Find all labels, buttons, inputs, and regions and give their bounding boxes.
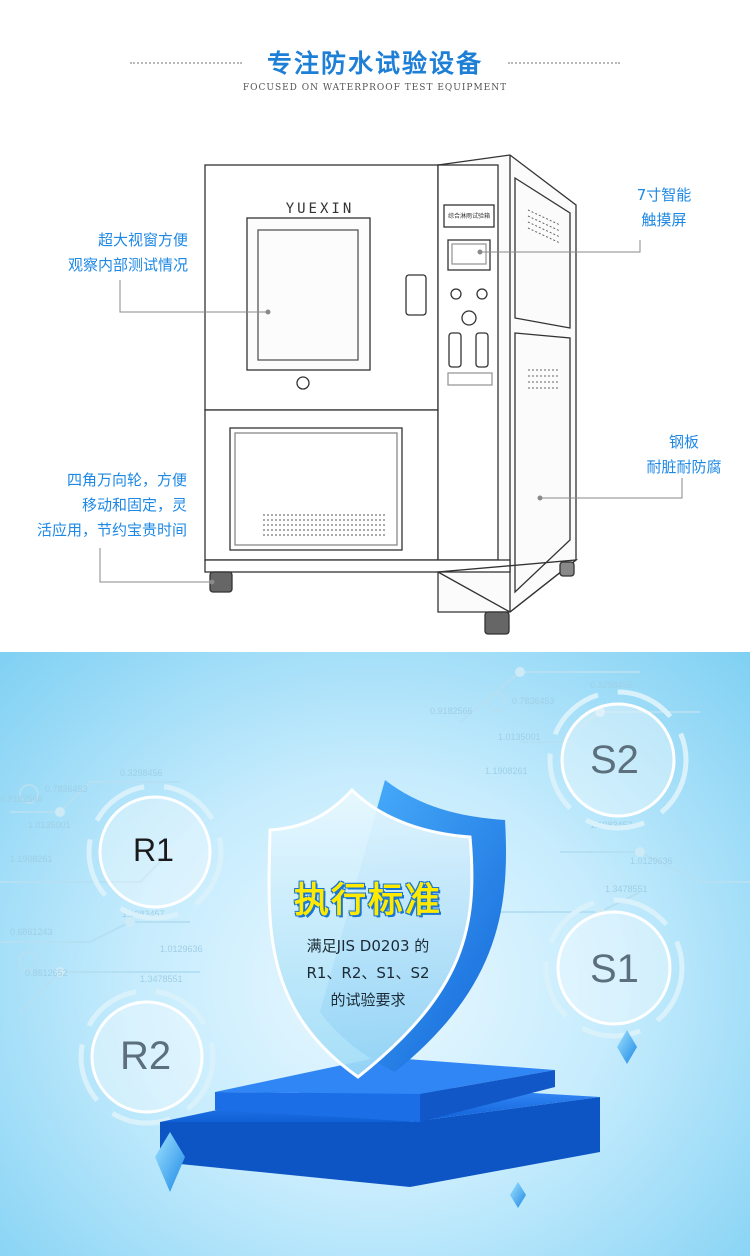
- main-switch: [461, 310, 477, 326]
- r1-circle: [98, 795, 212, 909]
- standard-s2: S2: [590, 738, 639, 782]
- platform-base: [160, 1097, 600, 1187]
- annotation-line: 7寸智能: [636, 186, 692, 204]
- machine-brand: YUEXIN: [286, 201, 355, 217]
- crystal-icon: [510, 1182, 526, 1208]
- side-lower-panel: [514, 332, 571, 594]
- flow-meter: [448, 332, 462, 368]
- callout-line-wheels: [99, 548, 212, 583]
- bg-number: 1.0135001: [498, 732, 541, 742]
- bg-number: 1.0135001: [28, 820, 71, 830]
- standard-line: 的试验要求: [330, 991, 406, 1009]
- standard-r1: R1: [133, 832, 174, 868]
- title-divider-right: [508, 62, 620, 64]
- side-upper-panel: [514, 176, 571, 329]
- annotation-window: 超大视窗方便 观察内部测试情况: [68, 228, 188, 278]
- standard-section: 0.9182566 0.7836453 0.3298456 1.0135001 …: [0, 652, 750, 1256]
- bg-number: 1.0129636: [160, 944, 203, 954]
- bg-number: 1.3478551: [140, 974, 183, 984]
- caster-wheel: [484, 611, 510, 635]
- touch-screen: [447, 239, 491, 271]
- equipment-section: 专注防水试验设备 FOCUSED ON WATERPROOF TEST EQUI…: [36, 49, 736, 635]
- crystal-icon: [155, 1132, 185, 1192]
- annotation-line: 钢板: [668, 433, 699, 451]
- bg-number: 1.1983457: [122, 909, 165, 919]
- bg-number: 1.0129636: [630, 856, 673, 866]
- bg-number: 0.8612652: [25, 968, 68, 978]
- callout-line-screen: [480, 240, 641, 253]
- page-title: 专注防水试验设备: [266, 49, 483, 78]
- s1-circle: [556, 910, 672, 1026]
- annotation-line: 移动和固定，灵: [81, 496, 187, 514]
- bg-number: 0.7836453: [45, 784, 88, 794]
- bg-number: 1.1908261: [485, 766, 528, 776]
- bg-number: 0.9182566: [0, 794, 43, 804]
- r2-circle: [90, 1000, 204, 1114]
- bg-number: 0.7836453: [512, 696, 555, 706]
- machine-illustration: YUEXIN 综合淋雨试验箱: [99, 154, 683, 635]
- viewing-window: [246, 217, 371, 371]
- door-handle: [405, 274, 427, 316]
- bg-number: 1.1908261: [10, 854, 53, 864]
- bg-number: 1.3478551: [605, 884, 648, 894]
- panel-label: 综合淋雨试验箱: [448, 212, 490, 220]
- control-knob: [450, 288, 462, 300]
- s2-circle: [560, 702, 676, 818]
- bg-number: 0.9182566: [430, 706, 473, 716]
- lower-door: [229, 427, 403, 551]
- bg-number: 1.1983457: [590, 820, 633, 830]
- door-knob: [296, 376, 310, 390]
- title-divider-left: [130, 62, 242, 64]
- annotation-wheels: 四角万向轮，方便 移动和固定，灵 活应用，节约宝贵时间: [37, 468, 187, 543]
- annotation-line: 触摸屏: [641, 211, 687, 229]
- bg-number: 0.6861243: [10, 927, 53, 937]
- machine-front-lower: [204, 409, 439, 561]
- annotation-screen: 7寸智能 触摸屏: [612, 183, 716, 233]
- crystal-icon: [617, 1030, 637, 1064]
- shield-face: [267, 787, 474, 1079]
- standard-background: 0.9182566 0.7836453 0.3298456 1.0135001 …: [0, 667, 750, 1208]
- annotation-line: 观察内部测试情况: [67, 256, 188, 274]
- annotation-line: 四角万向轮，方便: [66, 471, 187, 489]
- callout-line-window: [119, 280, 268, 313]
- standard-line: R1、R2、S1、S2: [306, 964, 430, 982]
- bg-number: 0.3298456: [120, 768, 163, 778]
- callout-line-plate: [540, 478, 683, 499]
- annotation-line: 超大视窗方便: [97, 231, 188, 249]
- panel-nameplate: [443, 204, 495, 228]
- annotation-line: 耐脏耐防腐: [646, 458, 722, 476]
- annotation-plate: 钢板 耐脏耐防腐: [632, 430, 736, 480]
- bg-number: 0.3298456: [590, 680, 633, 690]
- standard-title: 执行标准: [293, 881, 442, 921]
- standard-line: 满足JIS D0203 的: [306, 937, 430, 955]
- control-panel: [437, 164, 499, 561]
- flow-meter: [475, 332, 489, 368]
- annotation-line: 活应用，节约宝贵时间: [36, 521, 187, 539]
- caster-wheel: [559, 561, 575, 577]
- page-subtitle: FOCUSED ON WATERPROOF TEST EQUIPMENT: [242, 83, 508, 93]
- standard-s1: S1: [590, 947, 639, 991]
- control-knob: [476, 288, 488, 300]
- standard-r2: R2: [120, 1034, 172, 1078]
- platform-upper: [215, 1057, 555, 1094]
